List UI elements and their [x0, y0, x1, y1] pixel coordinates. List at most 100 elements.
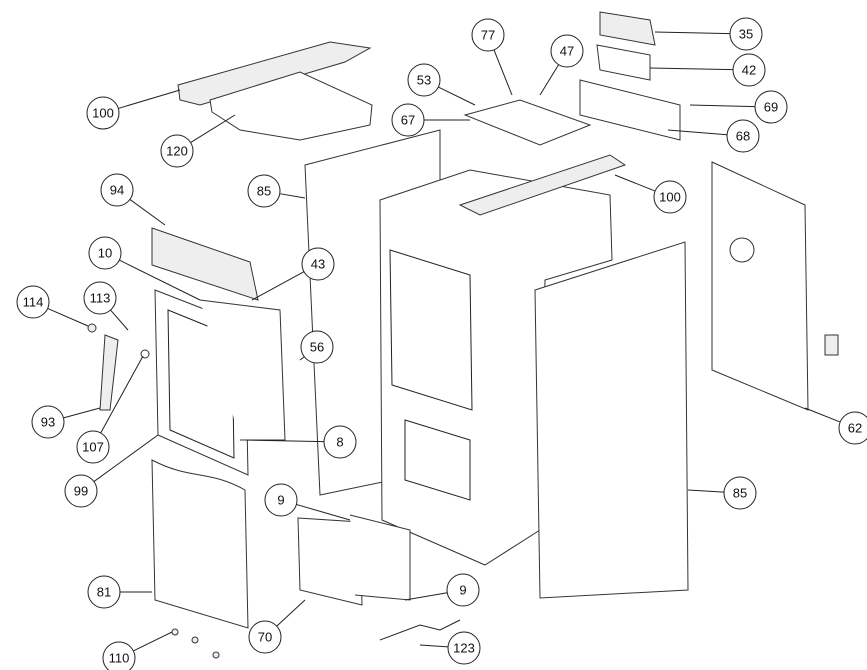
callout-circle	[550, 34, 584, 68]
callout-circle	[471, 18, 505, 52]
callout-9: 9	[264, 483, 351, 521]
callout-number: 47	[560, 44, 574, 59]
callout-number: 77	[481, 28, 495, 43]
callout-circle	[87, 575, 121, 609]
callout-circle	[300, 330, 334, 364]
part-screw	[212, 651, 220, 659]
callout-number: 123	[453, 641, 475, 656]
callout-number: 81	[97, 585, 111, 600]
part-hopper-tray	[596, 44, 651, 81]
callout-circle	[16, 285, 50, 319]
callout-number: 85	[257, 184, 271, 199]
part-screw	[171, 628, 179, 636]
callout-110: 110	[102, 631, 173, 670]
callout-85: 85	[687, 476, 757, 510]
callout-9: 9	[404, 573, 480, 607]
part-channel	[579, 79, 681, 141]
callout-leader-line	[689, 104, 756, 108]
callout-leader-line	[118, 89, 181, 109]
callout-circle	[86, 96, 120, 130]
part-hopper-lid	[458, 154, 627, 216]
callout-circle	[64, 474, 98, 508]
callout-circle	[248, 620, 282, 654]
callout-circle	[247, 174, 281, 208]
callout-number: 62	[848, 421, 862, 436]
callout-leader-line	[244, 439, 325, 443]
callout-93: 93	[31, 405, 101, 439]
callout-69: 69	[689, 90, 788, 124]
callout-70: 70	[248, 599, 306, 654]
callout-leader-line	[404, 592, 448, 601]
callout-leader-line	[649, 67, 734, 71]
callout-circle	[732, 53, 766, 87]
callout-leader-line	[419, 644, 449, 648]
callout-circle	[407, 63, 441, 97]
callout-number: 9	[459, 583, 466, 598]
callout-100: 100	[86, 89, 181, 130]
callout-number: 100	[659, 190, 681, 205]
callout-35: 35	[654, 17, 763, 51]
callout-leader-line	[276, 599, 306, 627]
part-top-panel	[209, 71, 373, 141]
callout-circle	[838, 411, 867, 445]
callout-circle	[726, 119, 760, 153]
part-drawer-gasket	[349, 514, 411, 601]
callout-number: 35	[739, 27, 753, 42]
callout-number: 100	[92, 106, 114, 121]
callout-leader-line	[190, 114, 236, 143]
callout-107: 107	[76, 355, 144, 464]
part-hopper-top	[599, 11, 656, 46]
callout-42: 42	[649, 53, 766, 87]
callout-leader-line	[614, 174, 656, 192]
callout-leader-line	[654, 31, 731, 35]
callout-number: 99	[74, 484, 88, 499]
part-top-plate	[463, 99, 592, 146]
callout-number: 93	[41, 415, 55, 430]
callout-number: 67	[401, 113, 415, 128]
callout-99: 99	[64, 434, 159, 508]
callout-number: 9	[277, 493, 284, 508]
callout-circle	[754, 90, 788, 124]
callout-114: 114	[16, 285, 89, 327]
callout-leader-line	[119, 259, 201, 301]
callout-number: 10	[98, 246, 112, 261]
part-back-panel	[711, 161, 809, 411]
callout-leader-line	[47, 307, 89, 327]
callout-leader-line	[493, 49, 513, 96]
callout-number: 43	[311, 257, 325, 272]
callout-circle	[160, 134, 194, 168]
callout-leader-line	[438, 86, 476, 106]
callout-number: 110	[109, 651, 130, 666]
callout-123: 123	[419, 631, 481, 665]
callout-81: 81	[87, 575, 152, 609]
callout-number: 113	[90, 291, 111, 306]
callout-number: 107	[82, 440, 104, 455]
callout-leader-line	[251, 271, 305, 301]
callout-67: 67	[391, 103, 470, 137]
callout-circle	[729, 17, 763, 51]
part-lower-panel	[151, 459, 249, 629]
callout-number: 85	[733, 486, 747, 501]
part-knob	[87, 323, 97, 333]
callout-circle	[100, 173, 134, 207]
callout-leader-line	[539, 64, 560, 96]
callout-10: 10	[88, 236, 201, 301]
callout-47: 47	[539, 34, 584, 96]
callout-circle	[76, 430, 110, 464]
callout-circle	[264, 483, 298, 517]
callout-circle	[301, 247, 335, 281]
part-top-cover	[177, 41, 372, 106]
callout-number: 42	[742, 63, 756, 78]
callout-leader-line	[279, 193, 306, 199]
callout-circle	[323, 425, 357, 459]
callout-94: 94	[100, 173, 166, 226]
callout-120: 120	[160, 114, 236, 168]
callout-circle	[653, 180, 687, 214]
callout-leader-line	[667, 129, 728, 136]
callout-number: 70	[258, 630, 272, 645]
callout-77: 77	[471, 18, 513, 96]
callout-100: 100	[614, 174, 687, 214]
callout-leader-line	[804, 407, 841, 423]
callout-leader-line	[63, 407, 101, 419]
